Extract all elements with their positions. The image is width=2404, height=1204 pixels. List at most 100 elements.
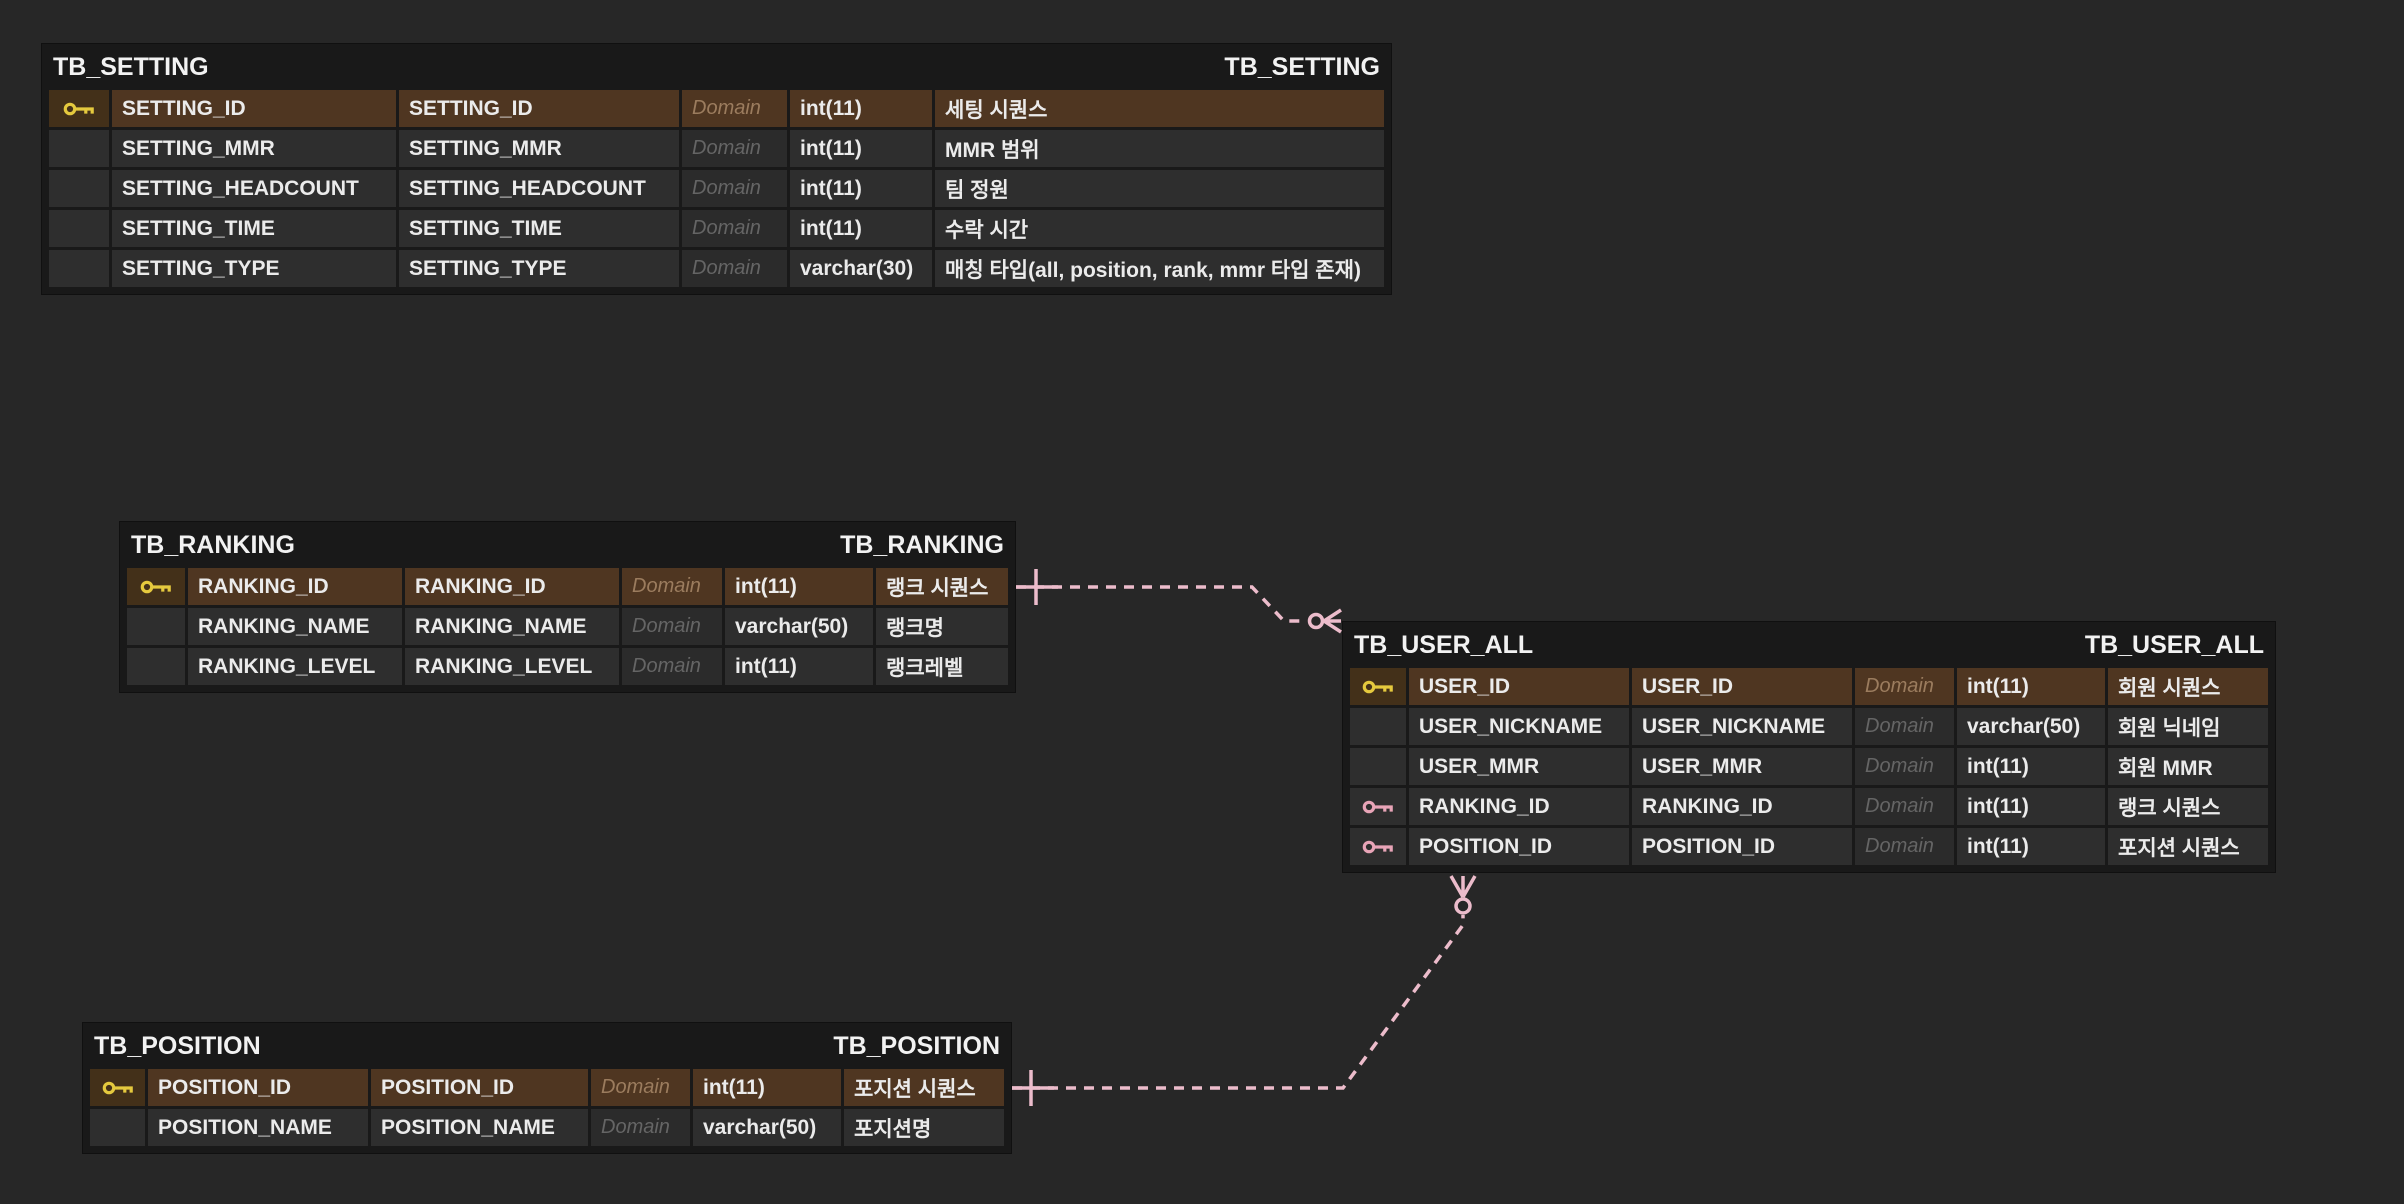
table-header[interactable]: TB_RANKING TB_RANKING — [127, 522, 1008, 568]
column-domain: Domain — [1855, 668, 1954, 705]
column-physical-name: POSITION_ID — [148, 1069, 368, 1106]
key-cell — [49, 210, 109, 247]
column-type: varchar(50) — [693, 1109, 841, 1146]
column-type: varchar(50) — [1957, 708, 2105, 745]
table-row[interactable]: USER_MMR USER_MMR Domain int(11) 회원 MMR — [1350, 748, 2268, 785]
column-comment: 매칭 타입(all, position, rank, mmr 타입 존재) — [935, 250, 1384, 287]
column-physical-name: SETTING_ID — [112, 90, 396, 127]
column-domain: Domain — [622, 608, 722, 645]
crow-foot-many — [1449, 875, 1477, 898]
primary-key-icon — [63, 102, 94, 115]
column-logical-name: SETTING_ID — [399, 90, 679, 127]
column-type: int(11) — [1957, 748, 2105, 785]
column-comment: 랭크 시퀀스 — [2108, 788, 2268, 825]
column-physical-name: SETTING_MMR — [112, 130, 396, 167]
table-row[interactable]: SETTING_ID SETTING_ID Domain int(11) 세팅 … — [49, 90, 1384, 127]
key-cell — [1350, 708, 1406, 745]
foreign-key-icon — [1362, 840, 1393, 853]
table-row[interactable]: POSITION_ID POSITION_ID Domain int(11) 포… — [90, 1069, 1004, 1106]
primary-key-icon — [1362, 680, 1393, 693]
column-type: int(11) — [790, 210, 932, 247]
table-row[interactable]: RANKING_ID RANKING_ID Domain int(11) 랭크 … — [1350, 788, 2268, 825]
key-cell — [90, 1069, 145, 1106]
column-comment: 포지션명 — [844, 1109, 1004, 1146]
key-cell — [1350, 828, 1406, 865]
column-domain: Domain — [622, 648, 722, 685]
table-header[interactable]: TB_SETTING TB_SETTING — [49, 44, 1384, 90]
table-header[interactable]: TB_POSITION TB_POSITION — [90, 1023, 1004, 1069]
relationship-position-user-all[interactable] — [1012, 875, 1477, 1106]
column-physical-name: RANKING_NAME — [188, 608, 402, 645]
erd-table-tb-ranking[interactable]: TB_RANKING TB_RANKING RANKING_ID RANKING… — [119, 521, 1016, 693]
erd-table-tb-user-all[interactable]: TB_USER_ALL TB_USER_ALL USER_ID USER_ID … — [1342, 621, 2276, 873]
key-cell — [127, 608, 185, 645]
column-type: varchar(30) — [790, 250, 932, 287]
column-physical-name: SETTING_HEADCOUNT — [112, 170, 396, 207]
key-cell — [1350, 788, 1406, 825]
column-comment: 회원 시퀀스 — [2108, 668, 2268, 705]
column-type: int(11) — [790, 90, 932, 127]
column-logical-name: SETTING_TYPE — [399, 250, 679, 287]
erd-table-tb-setting[interactable]: TB_SETTING TB_SETTING SETTING_ID SETTING… — [41, 43, 1392, 295]
table-row[interactable]: RANKING_NAME RANKING_NAME Domain varchar… — [127, 608, 1008, 645]
column-logical-name: RANKING_NAME — [405, 608, 619, 645]
column-logical-name: POSITION_NAME — [371, 1109, 588, 1146]
column-type: int(11) — [1957, 828, 2105, 865]
primary-key-icon — [102, 1081, 133, 1094]
column-physical-name: RANKING_LEVEL — [188, 648, 402, 685]
table-row[interactable]: RANKING_LEVEL RANKING_LEVEL Domain int(1… — [127, 648, 1008, 685]
table-row[interactable]: SETTING_MMR SETTING_MMR Domain int(11) M… — [49, 130, 1384, 167]
erd-table-tb-position[interactable]: TB_POSITION TB_POSITION POSITION_ID POSI… — [82, 1022, 1012, 1154]
column-comment: 포지션 시퀀스 — [844, 1069, 1004, 1106]
column-type: varchar(50) — [725, 608, 873, 645]
column-logical-name: USER_ID — [1632, 668, 1852, 705]
table-row[interactable]: POSITION_ID POSITION_ID Domain int(11) 포… — [1350, 828, 2268, 865]
table-row[interactable]: RANKING_ID RANKING_ID Domain int(11) 랭크 … — [127, 568, 1008, 605]
relationship-line[interactable] — [1012, 915, 1465, 1090]
column-physical-name: POSITION_NAME — [148, 1109, 368, 1146]
table-logical-name: TB_USER_ALL — [2084, 630, 2264, 659]
table-name: TB_POSITION — [94, 1031, 261, 1060]
column-domain: Domain — [1855, 788, 1954, 825]
relationship-line[interactable] — [1016, 585, 1304, 623]
column-physical-name: USER_NICKNAME — [1409, 708, 1629, 745]
column-comment: 포지션 시퀀스 — [2108, 828, 2268, 865]
column-logical-name: USER_NICKNAME — [1632, 708, 1852, 745]
column-physical-name: RANKING_ID — [1409, 788, 1629, 825]
table-row[interactable]: USER_NICKNAME USER_NICKNAME Domain varch… — [1350, 708, 2268, 745]
table-row[interactable]: USER_ID USER_ID Domain int(11) 회원 시퀀스 — [1350, 668, 2268, 705]
column-domain: Domain — [1855, 748, 1954, 785]
table-row[interactable]: SETTING_HEADCOUNT SETTING_HEADCOUNT Doma… — [49, 170, 1384, 207]
column-logical-name: USER_MMR — [1632, 748, 1852, 785]
table-row[interactable]: SETTING_TYPE SETTING_TYPE Domain varchar… — [49, 250, 1384, 287]
column-physical-name: RANKING_ID — [188, 568, 402, 605]
table-name: TB_RANKING — [131, 530, 295, 559]
key-cell — [49, 250, 109, 287]
column-physical-name: USER_ID — [1409, 668, 1629, 705]
table-row[interactable]: POSITION_NAME POSITION_NAME Domain varch… — [90, 1109, 1004, 1146]
table-logical-name: TB_RANKING — [840, 530, 1004, 559]
key-cell — [49, 170, 109, 207]
column-physical-name: SETTING_TIME — [112, 210, 396, 247]
key-cell — [1350, 748, 1406, 785]
column-comment: 팀 정원 — [935, 170, 1384, 207]
relationship-ranking-user-all[interactable] — [1016, 569, 1342, 634]
column-comment: 랭크명 — [876, 608, 1008, 645]
column-type: int(11) — [1957, 668, 2105, 705]
column-logical-name: RANKING_LEVEL — [405, 648, 619, 685]
table-name: TB_USER_ALL — [1354, 630, 1534, 659]
column-domain: Domain — [682, 250, 787, 287]
table-rows: RANKING_ID RANKING_ID Domain int(11) 랭크 … — [127, 568, 1008, 685]
foreign-key-icon — [1362, 800, 1393, 813]
table-row[interactable]: SETTING_TIME SETTING_TIME Domain int(11)… — [49, 210, 1384, 247]
column-comment: 회원 MMR — [2108, 748, 2268, 785]
column-domain: Domain — [1855, 828, 1954, 865]
column-type: int(11) — [725, 648, 873, 685]
column-domain: Domain — [591, 1109, 690, 1146]
table-logical-name: TB_POSITION — [833, 1031, 1000, 1060]
cardinality-zero-ring — [1454, 897, 1472, 915]
table-rows: USER_ID USER_ID Domain int(11) 회원 시퀀스 US… — [1350, 668, 2268, 865]
table-header[interactable]: TB_USER_ALL TB_USER_ALL — [1350, 622, 2268, 668]
column-domain: Domain — [591, 1069, 690, 1106]
